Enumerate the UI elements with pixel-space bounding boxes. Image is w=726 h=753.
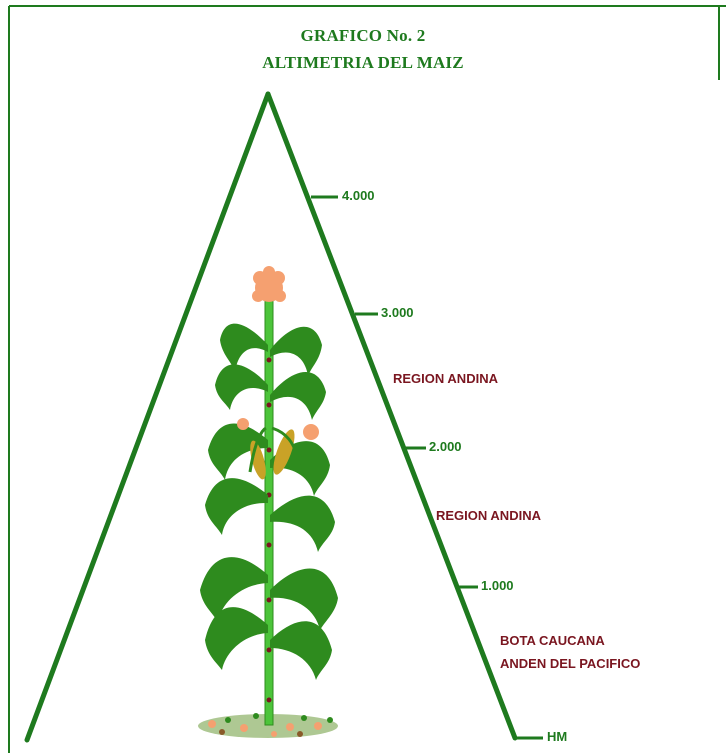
figure-subtitle: ALTIMETRIA DEL MAIZ: [0, 49, 726, 76]
corn-leaves-right: [270, 327, 338, 680]
region-label-anden-pacifico: ANDEN DEL PACIFICO: [500, 656, 640, 671]
region-label-andina-lower: REGION ANDINA: [436, 508, 541, 523]
corn-tassel: [252, 266, 286, 302]
corn-stem: [265, 300, 273, 725]
altitude-label-hm: HM: [547, 729, 567, 744]
altitude-label-2000: 2.000: [429, 439, 462, 454]
altitude-label-4000: 4.000: [342, 188, 375, 203]
corn-leaves-left: [200, 324, 268, 670]
altitude-label-1000: 1.000: [481, 578, 514, 593]
region-label-andina-upper: REGION ANDINA: [393, 371, 498, 386]
figure-title: GRAFICO No. 2: [0, 22, 726, 49]
region-label-bota-caucana: BOTA CAUCANA: [500, 633, 605, 648]
title-block: GRAFICO No. 2 ALTIMETRIA DEL MAIZ: [0, 22, 726, 76]
corn-plant-icon: [198, 266, 338, 738]
altitude-label-3000: 3.000: [381, 305, 414, 320]
